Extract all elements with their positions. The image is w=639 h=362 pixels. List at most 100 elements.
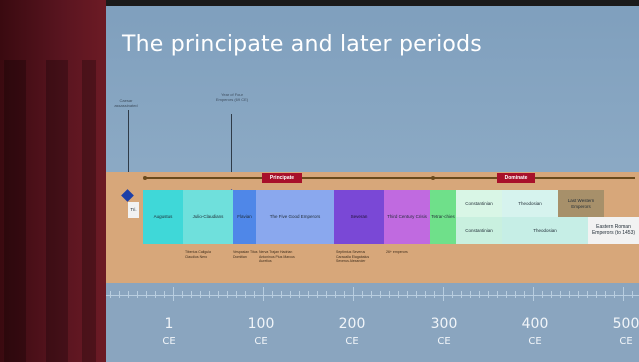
period-third-century-crisis: Third Century Crisis (384, 190, 430, 244)
dominate-rule (435, 177, 635, 179)
rulers-crisis: 26+ emperors (386, 250, 408, 254)
axis-tick (326, 291, 327, 298)
axis-tick (182, 291, 183, 298)
axis-tick (245, 291, 246, 298)
period-julio-claudians: Julio-Claudians (183, 190, 233, 244)
period-augustus: Augustus (143, 190, 183, 244)
axis-tick (380, 291, 381, 298)
axis-tick (488, 291, 489, 298)
axis-tick (587, 291, 588, 298)
column-shadow (46, 60, 68, 362)
axis-tick (164, 291, 165, 298)
axis-tick (515, 291, 516, 298)
top-edge (106, 0, 639, 6)
period-flavian: Flavian (233, 190, 256, 244)
axis-tick (434, 291, 435, 298)
rule-dot (143, 176, 147, 180)
rulers-severan: Septimius Severus Caracalla Elagabalus S… (336, 250, 370, 263)
axis-tick (443, 287, 444, 301)
axis-tick (155, 291, 156, 298)
rulers-five-good: Nerva Trajan Hadrian Antoninus Pius Marc… (259, 250, 295, 263)
axis-tick (344, 291, 345, 298)
axis-tick (497, 291, 498, 298)
period-theodosian-east: Theodosian (502, 217, 588, 244)
column-shadow (4, 60, 26, 362)
axis-line (106, 295, 639, 296)
axis-tick (236, 291, 237, 298)
axis-tick (596, 291, 597, 298)
axis-tick (623, 287, 624, 301)
axis-tick (533, 287, 534, 301)
axis-tick (308, 291, 309, 298)
period-constantinian-west: Constantinian (456, 190, 502, 217)
axis-tick (632, 291, 633, 298)
axis-tick (479, 291, 480, 298)
axis-tick (353, 287, 354, 301)
axis-tick (614, 291, 615, 298)
axis-tick (407, 291, 408, 298)
principate-tag: Principate (262, 173, 302, 183)
axis-tick (281, 291, 282, 298)
period-tri: Tri. (128, 202, 139, 218)
rule-dot (431, 176, 435, 180)
four-emperors-pointer (231, 114, 232, 190)
axis-tick (137, 291, 138, 298)
axis-tick (461, 291, 462, 298)
axis-tick (227, 291, 228, 298)
caesar-pointer (128, 110, 129, 190)
axis-tick (569, 291, 570, 298)
axis-tick (209, 291, 210, 298)
axis-tick (578, 291, 579, 298)
axis-tick (560, 291, 561, 298)
axis-tick (128, 291, 129, 298)
axis-tick (317, 291, 318, 298)
slide-title: The principate and later periods (122, 32, 482, 57)
axis-tick (173, 287, 174, 301)
axis-tick (470, 291, 471, 298)
axis-tick (506, 291, 507, 298)
axis-tick (605, 291, 606, 298)
axis-tick (551, 291, 552, 298)
axis-tick (299, 291, 300, 298)
column-shadow (82, 60, 96, 362)
axis-tick (452, 291, 453, 298)
axis-tick (362, 291, 363, 298)
note-four-emperors: Year of Four Emperors (69 CE) (215, 92, 249, 102)
axis-tick (191, 291, 192, 298)
note-caesar: Caesar assassinated (114, 98, 138, 108)
axis-tick (218, 291, 219, 298)
axis-tick (416, 291, 417, 298)
axis-tick (398, 291, 399, 298)
axis-tick (110, 291, 111, 298)
period-five-good-emperors: The Five Good Emperors (256, 190, 334, 244)
time-axis (106, 283, 639, 362)
axis-tick (119, 291, 120, 298)
axis-tick (200, 291, 201, 298)
axis-tick (542, 291, 543, 298)
rulers-flavian: Vespasian Titus Domitian (233, 250, 258, 259)
period-constantinian-east: Constantinian (456, 217, 502, 244)
period-last-western-emperors: Last Western Emperors (558, 190, 604, 217)
period-tetrarchies: Tetrar-chies (430, 190, 456, 244)
axis-tick (524, 291, 525, 298)
axis-tick (371, 291, 372, 298)
axis-tick (254, 291, 255, 298)
axis-tick (335, 291, 336, 298)
axis-tick (272, 291, 273, 298)
axis-tick (425, 291, 426, 298)
rulers-julio-claudians: Tiberius Caligula Claudius Nero (185, 250, 211, 259)
axis-tick (389, 291, 390, 298)
period-theodosian-west: Theodosian (502, 190, 558, 217)
period-eastern-roman-emperors: Eastern Roman Emperors (to 1453) (588, 217, 639, 244)
axis-tick (146, 291, 147, 298)
axis-tick (263, 287, 264, 301)
axis-tick (290, 291, 291, 298)
dominate-tag: Dominate (497, 173, 535, 183)
